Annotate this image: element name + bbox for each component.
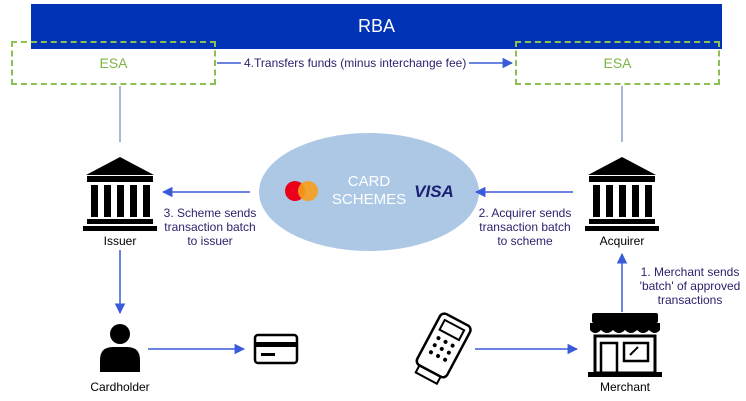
acquirer-sends-label: 2. Acquirer sends transaction batch to s… [472,206,578,248]
card-schemes-ellipse [259,133,479,251]
merchant-label: Merchant [599,380,651,394]
visa-logo: VISA [414,182,454,201]
esa-right-box: ESA [515,41,720,85]
esa-left-box: ESA [11,41,216,85]
rba-label: RBA [357,16,395,36]
issuer-bank-icon [83,157,157,231]
esa-left-label: ESA [99,55,128,71]
merchant-sends-label: 1. Merchant sends 'batch' of approved tr… [632,265,746,307]
acquirer-label: Acquirer [599,234,645,248]
merchant-sends-line1: 1. Merchant sends [640,265,740,279]
acquirer-sends-line3: to scheme [497,234,553,248]
scheme-sends-line2: transaction batch [164,220,256,234]
merchant-sends-line2: 'batch' of approved [639,279,741,293]
esa-right-label: ESA [603,55,632,71]
acquirer-sends-line2: transaction batch [479,220,571,234]
card-terminal-icon [414,312,472,386]
store-icon [588,313,662,377]
card-schemes-line1: CARD [348,173,391,190]
scheme-sends-line3: to issuer [187,234,233,248]
acquirer-bank-icon [585,157,659,231]
scheme-sends-line1: 3. Scheme sends [163,206,257,220]
person-icon [100,324,140,372]
acquirer-sends-line1: 2. Acquirer sends [478,206,572,220]
mastercard-logo [285,181,318,201]
scheme-sends-label: 3. Scheme sends transaction batch to iss… [158,206,262,248]
merchant-sends-line3: transactions [657,293,723,307]
cardholder-label: Cardholder [90,380,150,394]
transfer-funds-label: 4.Transfers funds (minus interchange fee… [241,56,470,70]
card-schemes-line2: SCHEMES [332,191,406,208]
credit-card-icon [253,333,299,365]
issuer-label: Issuer [103,234,137,248]
